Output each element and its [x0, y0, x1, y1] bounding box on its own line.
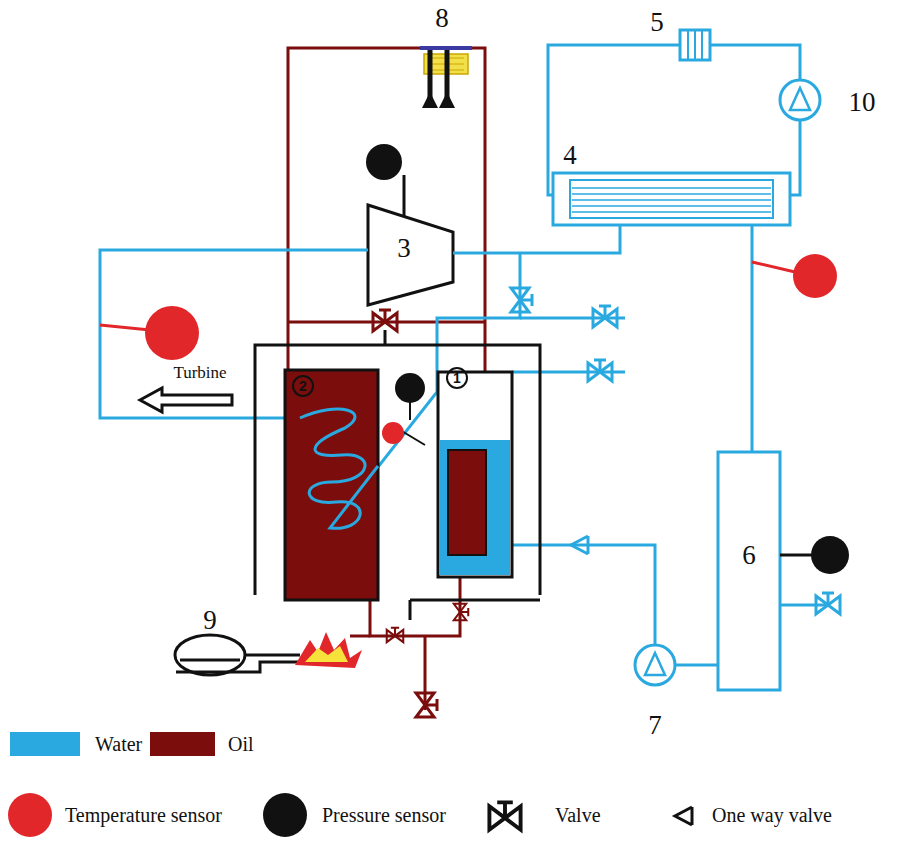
heating-coil [300, 409, 378, 528]
flow-arrow [140, 388, 232, 412]
oil-valve [387, 628, 404, 642]
pressure-sensor-sample [263, 793, 307, 837]
temperature-sensor-sample [8, 793, 52, 837]
cooler [680, 30, 710, 60]
legend-text: Temperature sensor [65, 805, 222, 825]
boiler-housing [255, 330, 540, 620]
temperature-sensor [793, 254, 837, 298]
oil-drain-valve [416, 693, 437, 717]
node-text: 1 [453, 371, 461, 385]
heat-exchanger [553, 173, 790, 225]
circled-number: 1 [446, 367, 468, 389]
oil-cylinder [448, 450, 486, 555]
valve-sample [489, 802, 520, 829]
pressure-sensor [366, 144, 402, 180]
legend-text: Water [95, 734, 142, 754]
water-valve [511, 288, 532, 312]
callout-number: 7 [648, 712, 662, 739]
water-valve [593, 306, 617, 327]
callout-number: 6 [742, 542, 756, 569]
callout-number: 5 [650, 9, 664, 36]
pressure-sensor [811, 536, 849, 574]
sensor-lead [100, 325, 150, 330]
oil-valve [373, 310, 397, 331]
heater [420, 48, 472, 108]
one-way-valve-sample [675, 807, 692, 825]
turbine [366, 144, 453, 305]
node-text: 2 [299, 379, 307, 393]
water-fill [440, 440, 510, 575]
flow-label: Turbine [173, 364, 226, 381]
callout-number: 10 [849, 89, 876, 116]
oil-tank [285, 370, 378, 600]
legend-text: Pressure sensor [322, 805, 446, 825]
water-tank [718, 452, 780, 690]
legend-text: One way valve [712, 805, 832, 825]
circled-number: 2 [292, 375, 314, 397]
legend-swatch [10, 732, 80, 756]
sensor-lead [780, 554, 812, 557]
callout-number: 8 [435, 5, 449, 32]
temperature-sensor [382, 422, 404, 444]
water-valve [816, 593, 840, 614]
one-way-valve [571, 536, 588, 554]
callout-number: 3 [397, 235, 411, 262]
callout-number: 9 [203, 607, 217, 634]
burner [175, 632, 362, 675]
water-valve [588, 360, 612, 381]
water-pipes [100, 45, 800, 665]
pump [635, 645, 675, 685]
callout-number: 4 [563, 142, 577, 169]
water-tank [438, 372, 512, 577]
legend-samples [8, 793, 692, 837]
pump [780, 80, 820, 120]
water-pipes [780, 604, 830, 607]
oil-valve [454, 604, 468, 621]
temperature-sensor [145, 306, 199, 360]
legend-text: Valve [555, 805, 601, 825]
sensor-lead [752, 262, 795, 272]
legend-text: Oil [228, 734, 254, 754]
legend-swatch [150, 732, 215, 756]
pressure-sensor [395, 373, 425, 403]
